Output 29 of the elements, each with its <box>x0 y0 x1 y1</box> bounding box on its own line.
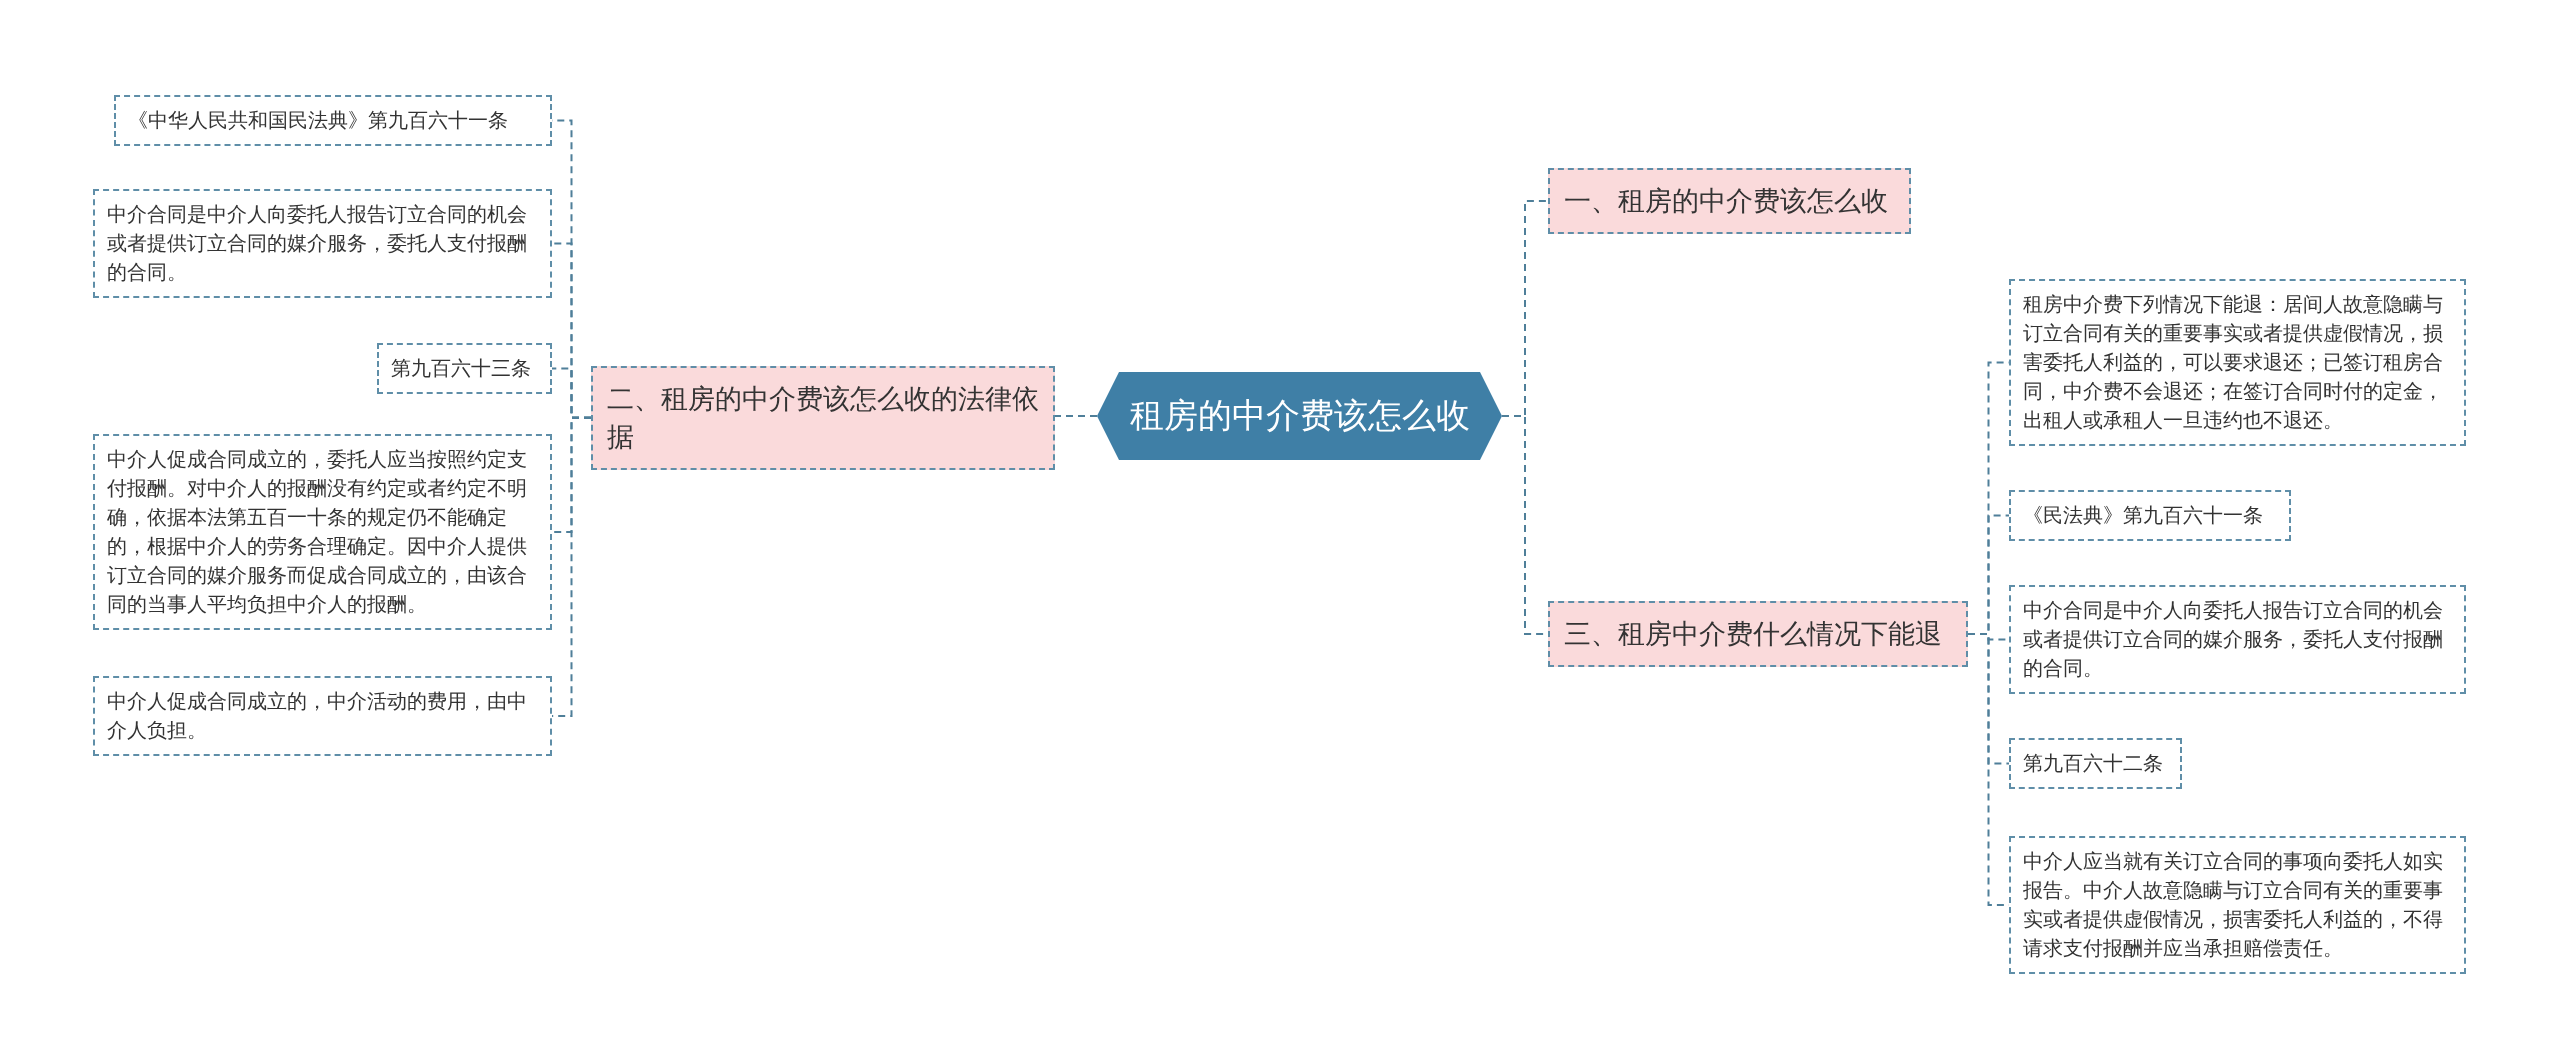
topic-text: 第九百六十二条 <box>2023 750 2164 777</box>
subtopic-box <box>2009 279 2466 446</box>
topic-text: 第九百六十三条 <box>391 355 532 382</box>
subtopic-box <box>2009 490 2291 541</box>
subtopic-box <box>93 434 552 630</box>
connector-line <box>1054 415 1098 417</box>
topic-text: 一、租房的中介费该怎么收 <box>1564 184 1889 218</box>
topic-text: 中介人促成合同成立的，中介活动的费用，由中介人负担。 <box>107 688 528 744</box>
central-topic-hexagon <box>1097 372 1502 460</box>
topic-box <box>591 366 1055 470</box>
subtopic-box <box>377 343 552 394</box>
topic-text: 中介人应当就有关订立合同的事项向委托人如实报告。中介人故意隐瞒与订立合同有关的重要事实或者提供虚假情况，损害委托人利益的，不得请求支付报酬并应当承担赔偿责任。 <box>2023 848 2444 962</box>
subtopic-box <box>93 676 552 756</box>
topic-text: 中介合同是中介人向委托人报告订立合同的机会或者提供订立合同的媒介服务，委托人支付报酬的合同。 <box>2023 597 2444 682</box>
subtopic-box <box>2009 836 2466 974</box>
subtopic-box <box>2009 738 2182 789</box>
topic-box <box>1548 168 1911 234</box>
topic-text: 租房的中介费该怎么收 <box>1129 394 1470 437</box>
subtopic-box <box>93 189 552 298</box>
topic-text: 中介合同是中介人向委托人报告订立合同的机会或者提供订立合同的媒介服务，委托人支付报酬的合同。 <box>107 201 528 286</box>
topic-text: 二、租房的中介费该怎么收的法律依据 <box>607 382 1039 454</box>
topic-text: 三、租房中介费什么情况下能退 <box>1564 617 1943 651</box>
topic-box <box>1548 601 1968 667</box>
topic-text: 《中华人民共和国民法典》第九百六十一条 <box>128 107 509 134</box>
topic-text: 中介人促成合同成立的，委托人应当按照约定支付报酬。对中介人的报酬没有约定或者约定不明确，依据本法第五百一十条的规定仍不能确定的，根据中介人的劳务合理确定。因中介人提供订立合同的媒介服务而促成合同成立的，由该合同的当事人平均负担中介人的报酬。 <box>107 446 528 618</box>
topic-text: 《民法典》第九百六十一条 <box>2023 502 2264 529</box>
subtopic-box <box>114 95 552 146</box>
subtopic-box <box>2009 585 2466 694</box>
topic-text: 租房中介费下列情况下能退：居间人故意隐瞒与订立合同有关的重要事实或者提供虚假情况，损害委托人利益的，可以要求退还；已签订租房合同，中介费不会退还；在签订合同时付的定金，出租人或承租人一旦违约也不退还。 <box>2023 291 2444 434</box>
